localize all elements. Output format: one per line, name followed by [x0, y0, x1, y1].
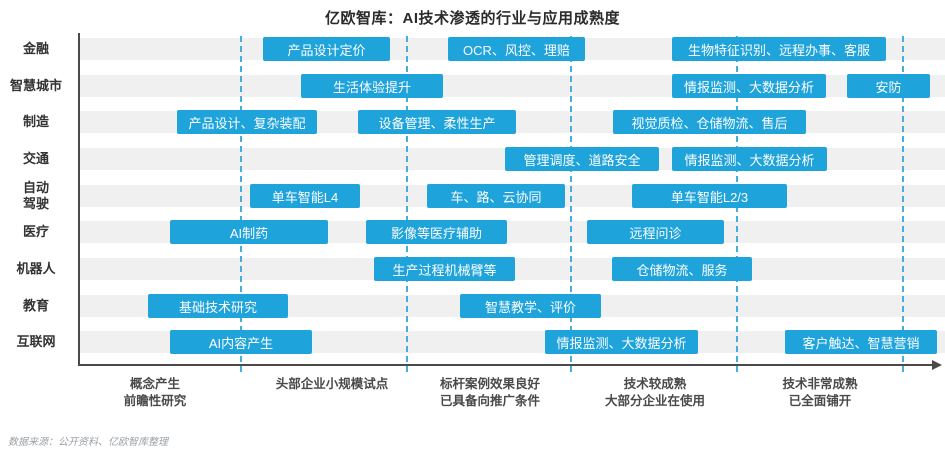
app-box: 管理调度、道路安全: [505, 147, 659, 171]
app-box: 车、路、云协同: [427, 184, 565, 208]
chart-title: 亿欧智库：AI技术渗透的行业与应用成熟度: [324, 10, 620, 27]
app-box: 生物特征识别、远程办事、客服: [672, 37, 886, 61]
row-label: 智慧城市: [9, 78, 62, 93]
app-box: 单车智能L4: [250, 184, 360, 208]
app-box: 情报监测、大数据分析: [545, 330, 698, 354]
app-box: 仓储物流、服务: [612, 257, 752, 281]
row-label: 机器人: [16, 261, 56, 276]
app-box: 影像等医疗辅助: [366, 220, 507, 244]
app-box: 基础技术研究: [148, 294, 288, 318]
app-box: 安防: [847, 74, 930, 98]
stage-label: 概念产生 前瞻性研究: [123, 377, 187, 408]
row-label: 制造: [22, 114, 49, 129]
app-box: 情报监测、大数据分析: [672, 74, 826, 98]
source-note: 数据来源：公开资料、亿欧智库整理: [8, 437, 168, 448]
app-box: 智慧教学、评价: [460, 294, 601, 318]
app-box: 设备管理、柔性生产: [358, 110, 516, 134]
stage-divider-line: [570, 36, 572, 372]
row-label: 互联网: [16, 334, 56, 349]
app-box: 远程问诊: [587, 220, 724, 244]
app-box: 产品设计定价: [263, 37, 390, 61]
row-label: 自动 驾驶: [22, 180, 49, 211]
stage-divider-line: [240, 36, 242, 372]
stage-label: 技术非常成熟 已全面铺开: [782, 377, 858, 408]
row-label: 医疗: [22, 224, 49, 239]
app-box: AI制药: [170, 220, 328, 244]
app-box: 单车智能L2/3: [632, 184, 787, 208]
y-axis-line: [78, 33, 80, 366]
app-box: 生产过程机械臂等: [374, 257, 515, 281]
stage-divider-line: [406, 36, 408, 372]
app-box: OCR、风控、理赔: [448, 37, 585, 61]
row-label: 交通: [22, 151, 49, 166]
app-box: 客户触达、智慧营销: [785, 330, 937, 354]
app-box: 生活体验提升: [301, 74, 443, 98]
app-box: 情报监测、大数据分析: [672, 147, 827, 171]
app-box: 视觉质检、仓储物流、售后: [613, 110, 806, 134]
app-box: 产品设计、复杂装配: [177, 110, 317, 134]
stage-label: 标杆案例效果良好 已具备向推广条件: [439, 377, 540, 408]
stage-divider-line: [902, 36, 904, 372]
x-axis-arrow-icon: [932, 360, 942, 370]
stage-label: 头部企业小规模试点: [275, 377, 389, 391]
app-box: AI内容产生: [170, 330, 312, 354]
row-label: 金融: [22, 41, 49, 56]
stage-label: 技术较成熟 大部分企业在使用: [604, 377, 705, 408]
x-axis-line: [78, 364, 934, 366]
row-label: 教育: [22, 298, 49, 313]
